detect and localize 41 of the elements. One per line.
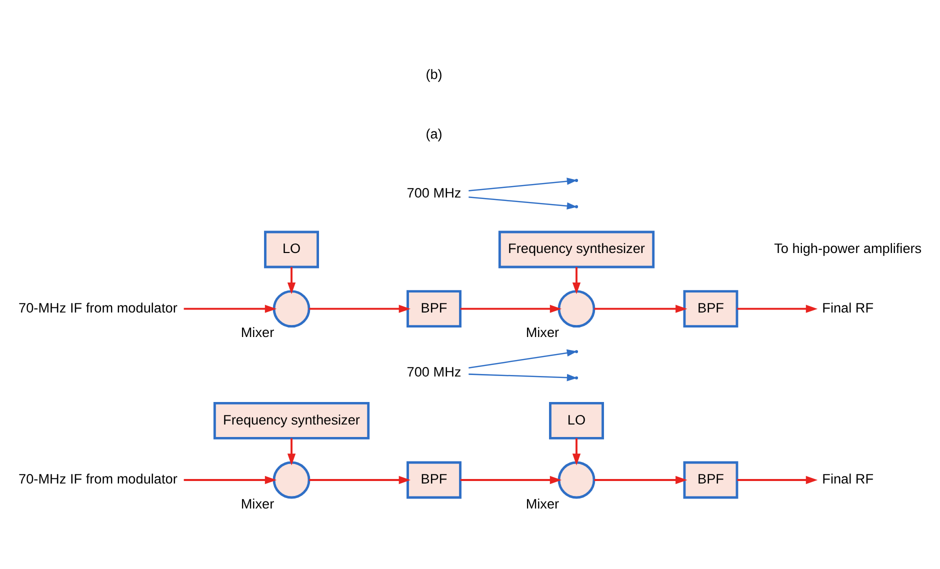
node-box: BPF xyxy=(406,290,462,328)
arrow xyxy=(594,475,688,484)
node-circle xyxy=(272,460,310,498)
arrow xyxy=(287,266,296,294)
arrow xyxy=(468,177,578,191)
node-label: Mixer xyxy=(240,324,274,340)
arrow xyxy=(287,438,296,465)
node-box: BPF xyxy=(683,460,738,498)
node-circle xyxy=(558,460,596,498)
node-text: 70-MHz IF from modulator xyxy=(18,300,178,315)
node-circle xyxy=(558,290,596,328)
node-text: 70-MHz IF from modulator xyxy=(18,471,178,486)
label: (a) xyxy=(426,126,442,141)
label: To high-power amplifiers xyxy=(774,240,922,256)
node-label: Mixer xyxy=(240,496,274,511)
arrow xyxy=(309,475,411,484)
arrow xyxy=(594,304,688,312)
node-box: LO xyxy=(264,230,319,268)
node-box: BPF xyxy=(683,290,738,328)
arrow xyxy=(468,348,578,368)
node-box: Frequency synthesizer xyxy=(498,230,655,268)
label: (b) xyxy=(426,66,442,82)
arrow xyxy=(572,266,581,294)
arrow xyxy=(184,304,277,312)
arrow xyxy=(737,475,818,484)
arrow xyxy=(460,304,562,312)
arrow xyxy=(184,475,277,484)
node-text: 700 MHz xyxy=(406,185,462,200)
arrow xyxy=(572,438,581,465)
node-label: Mixer xyxy=(526,324,560,340)
arrow xyxy=(737,304,818,312)
node-text: Final RF xyxy=(822,471,874,486)
node-circle xyxy=(272,290,310,328)
node-text: Final RF xyxy=(822,300,874,315)
arrow xyxy=(460,475,562,484)
node-text: 700 MHz xyxy=(406,364,462,380)
node-box: LO xyxy=(549,401,604,439)
node-box: BPF xyxy=(406,460,462,498)
node-label: Mixer xyxy=(526,496,560,511)
arrow xyxy=(309,304,411,312)
node-box: Frequency synthesizer xyxy=(213,401,370,439)
